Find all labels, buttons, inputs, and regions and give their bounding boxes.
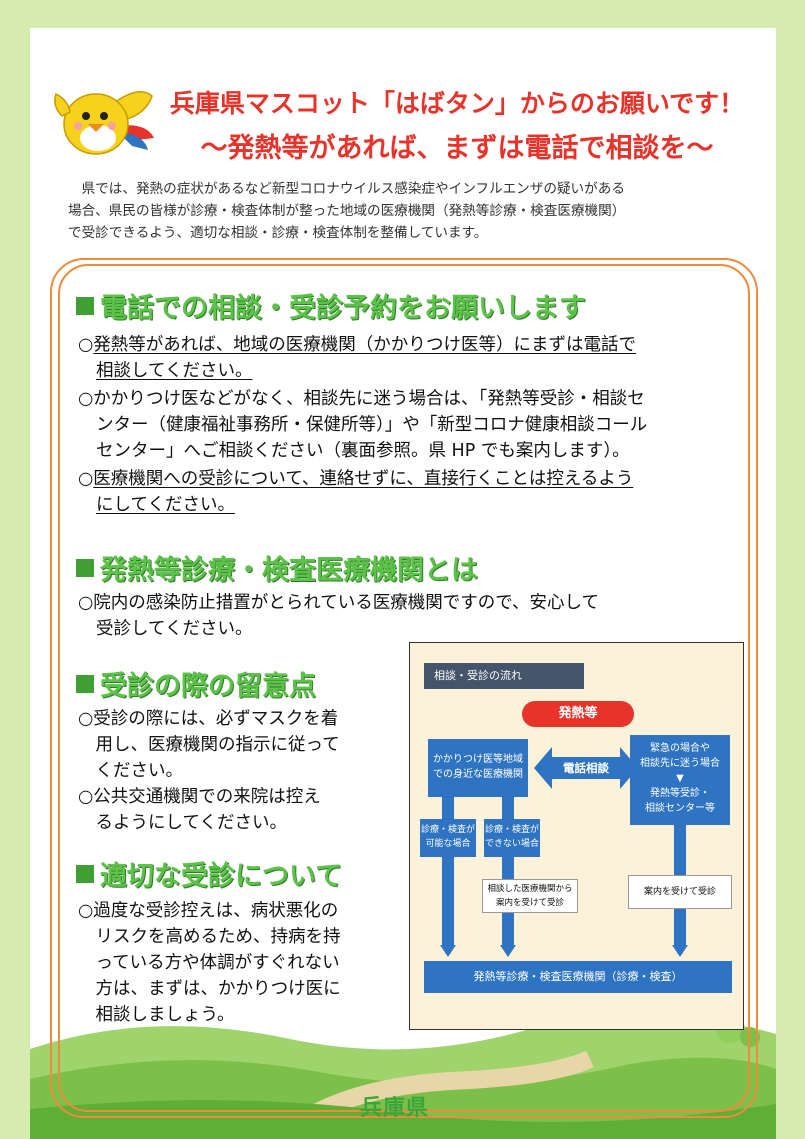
heading-square-icon (76, 865, 94, 883)
title-line-1: 兵庫県マスコット「はばタン」からのお願いです！ (169, 89, 745, 118)
flow-box-guided-visit: 案内を受けて受診 (628, 875, 732, 909)
hyogo-prefecture-logo-text: 兵庫県 (360, 1096, 430, 1121)
section-heading-visit-notes: 受診の際の留意点 (76, 664, 316, 703)
section-heading-clinic-definition: 発熱等診療・検査医療機関とは (76, 548, 478, 587)
landscape-illustration (30, 1015, 776, 1139)
section2-text: ○院内の感染防止措置がとられている医療機関ですので、安心して 受診してください。 (78, 593, 600, 639)
arrow-down-icon (672, 945, 688, 957)
flyer-sheet: 兵庫県マスコット「はばタン」からのお願いです！ ～発熱等があれば、まずは電話で相… (30, 28, 776, 1139)
double-arrow-icon (534, 747, 638, 789)
flow-box-cannot-examine: 診療・検査ができない場合 (484, 819, 540, 857)
intro-line: で受診できるよう、適切な相談・診療・検査体制を整備しています。 (68, 225, 488, 241)
title-line-2: ～発熱等があれば、まずは電話で相談を～ (200, 133, 714, 164)
flow-start-fever: 発熱等 (522, 701, 634, 727)
flow-box-fever-clinic: 発熱等診療・検査医療機関（診療・検査） (424, 961, 732, 993)
intro-paragraph: 県では、発熱の症状があるなど新型コロナウイルス感染症やインフルエンザの疑いがある… (68, 178, 748, 244)
section-heading-appropriate-visits: 適切な受診について (76, 854, 342, 893)
heading-square-icon (76, 297, 94, 315)
content-frame-inner (58, 264, 750, 1112)
content-frame-outer (50, 258, 758, 1118)
flow-box-can-examine: 診療・検査が可能な場合 (420, 819, 476, 857)
consultation-flow-chart: 相談・受診の流れ 発熱等 かかりつけ医等地域での身近な医療機関 電話相談 緊急の… (409, 642, 744, 1030)
heading-square-icon (76, 559, 94, 577)
heading-square-icon (76, 675, 94, 693)
section4-text: ○過度な受診控えは、病状悪化の リスクを高めるため、持病を持 っている方や体調が… (78, 901, 341, 1025)
intro-line: 県では、発熱の症状があるなど新型コロナウイルス感染症やインフルエンザの疑いがある (68, 181, 625, 197)
section1-item-1: ○発熱等があれば、地域の医療機関（かかりつけ医等）にまずは電話で 相談してくださ… (78, 335, 636, 381)
flow-box-consultation-center: 緊急の場合や 相談先に迷う場合 ▼ 発熱等受診・ 相談センター等 (630, 735, 730, 825)
flow-box-local-clinic: かかりつけ医等地域での身近な医療機関 (428, 739, 528, 797)
flow-chart-title: 相談・受診の流れ (424, 663, 584, 689)
arrow-down-icon (440, 945, 456, 957)
flow-phone-consultation-label: 電話相談 (563, 761, 609, 775)
intro-line: 場合、県民の皆様が診療・検査体制が整った地域の医療機関（発熱等診療・検査医療機関… (68, 203, 626, 219)
flow-box-referral-visit: 相談した医療機関から案内を受けて受診 (482, 879, 578, 913)
section1-item-3: ○医療機関への受診について、連絡せずに、直接行くことは控えるよう にしてください… (78, 469, 634, 515)
section1-item-2: ○かかりつけ医などがなく、相談先に迷う場合は、「発熱等受診・相談セ ンター（健康… (78, 389, 648, 461)
section-heading-phone-consultation: 電話での相談・受診予約をお願いします (76, 286, 586, 325)
arrow-down-icon (500, 945, 516, 957)
section3-text: ○受診の際には、必ずマスクを着 用し、医療機関の指示に従って ください。 ○公共… (78, 709, 340, 833)
habatan-mascot-illustration (54, 91, 154, 155)
